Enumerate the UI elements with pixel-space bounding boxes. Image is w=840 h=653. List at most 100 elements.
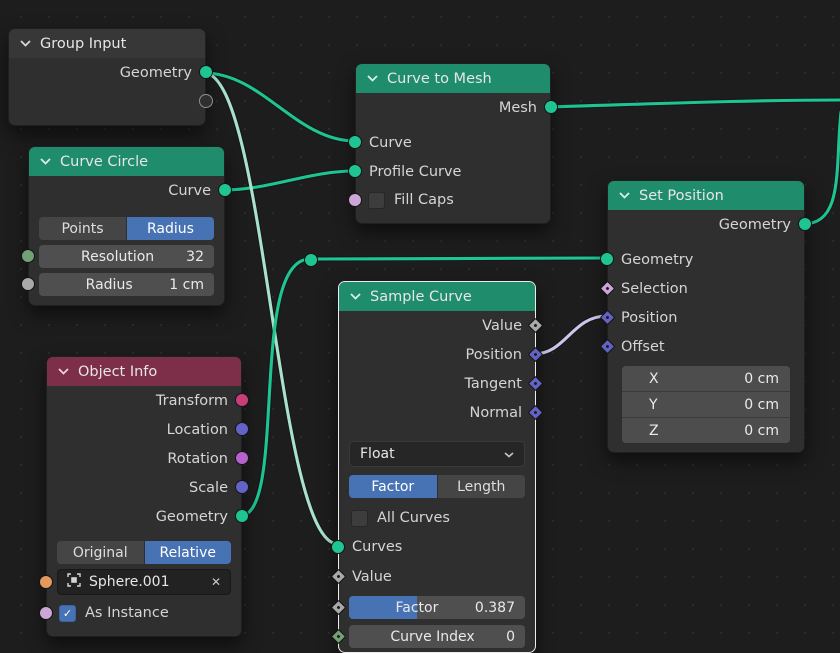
mode-segment: Points Radius [39,217,214,240]
fill-caps-row: Fill Caps [348,186,550,214]
socket-mesh-output[interactable] [544,100,558,114]
socket-resolution-input[interactable] [21,249,35,263]
input-row-curve: Curve [348,128,550,157]
node-group-input[interactable]: Group Input Geometry [8,28,213,126]
socket-radius-input[interactable] [21,277,35,291]
node-title: Sample Curve [370,288,472,305]
socket-curve-input[interactable] [348,135,362,149]
node-curve-circle[interactable]: Curve Circle Curve Points Radius Resolut… [21,146,232,306]
chevron-down-icon[interactable] [350,293,361,300]
node-header-set-position[interactable]: Set Position [608,181,804,210]
input-label: Offset [621,338,665,355]
socket-scale-output[interactable] [235,480,249,494]
resolution-field[interactable]: Resolution 32 [39,245,214,268]
checkbox-label: Fill Caps [394,192,454,208]
chevron-down-icon[interactable] [58,368,69,375]
output-row-position: Position [339,340,544,369]
transform-space-segment: Original Relative [57,541,231,564]
chevron-down-icon[interactable] [367,75,378,82]
node-set-position[interactable]: Set Position Geometry Geometry Selection… [599,180,812,453]
field-label: Curve Index [390,628,475,645]
field-label: Factor [395,599,439,616]
dropdown-value: Float [360,446,395,462]
output-label: Location [166,421,228,438]
radius-mode-button[interactable]: Radius [127,217,214,240]
node-header-sample-curve[interactable]: Sample Curve [339,282,535,311]
node-title: Object Info [78,363,158,380]
chevron-down-icon[interactable] [20,40,31,47]
output-label: Mesh [498,99,537,116]
socket-location-output[interactable] [235,422,249,436]
points-mode-button[interactable]: Points [39,217,126,240]
offset-y-field[interactable]: Y 0 cm [622,392,790,417]
socket-curves-input[interactable] [331,539,345,554]
offset-x-field[interactable]: X 0 cm [622,366,790,391]
checkbox-label: All Curves [377,510,450,526]
checkbox-label: As Instance [85,605,169,621]
input-row-curves: Curves [331,532,535,562]
socket-as-instance-input[interactable] [39,605,53,620]
axis-value: 0 cm [744,370,779,387]
output-row-geometry: Geometry [608,210,812,239]
offset-z-field[interactable]: Z 0 cm [622,418,790,443]
all-curves-row: All Curves [339,504,535,532]
curve-index-field[interactable]: Curve Index 0 [349,625,525,648]
resolution-row: Resolution 32 [21,245,224,268]
socket-transform-output[interactable] [235,393,249,407]
factor-mode-button[interactable]: Factor [349,475,437,498]
socket-geometry-output[interactable] [798,217,812,231]
node-header-object-info[interactable]: Object Info [47,357,241,386]
all-curves-checkbox[interactable] [351,509,368,527]
reroute-node[interactable] [304,253,318,267]
node-curve-to-mesh[interactable]: Curve to Mesh Mesh Curve Profile Curve F… [348,63,558,224]
node-object-info[interactable]: Object Info Transform Location Rotation … [39,356,249,637]
node-header-curve-to-mesh[interactable]: Curve to Mesh [356,64,550,93]
relative-mode-button[interactable]: Relative [144,541,231,564]
object-picker-field[interactable]: Sphere.001 ✕ [57,569,231,595]
socket-rotation-output[interactable] [235,451,249,465]
output-label: Rotation [167,450,228,467]
field-value: 0.387 [474,599,515,616]
input-row-selection: Selection [599,274,804,303]
offset-vector-block: X 0 cm Y 0 cm Z 0 cm [622,366,790,443]
output-label: Normal [469,404,522,421]
node-title: Curve to Mesh [387,70,492,87]
checkmark-icon: ✓ [62,606,73,620]
node-title: Set Position [639,187,724,204]
object-icon [67,573,81,591]
socket-object-input[interactable] [39,574,53,589]
chevron-down-icon[interactable] [619,192,630,199]
socket-geometry-output[interactable] [199,65,213,79]
factor-slider[interactable]: Factor 0.387 [349,596,525,619]
radius-field[interactable]: Radius 1 cm [39,273,214,296]
output-label: Value [482,317,522,334]
axis-label: Y [649,396,658,413]
socket-geometry-output[interactable] [235,509,249,523]
node-sample-curve[interactable]: Sample Curve Value Position Tangent Norm… [330,281,544,653]
slider-fill [349,596,418,619]
axis-value: 0 cm [744,396,779,413]
output-row-geometry: Geometry [47,502,249,531]
socket-profile-curve-input[interactable] [348,164,362,178]
data-type-dropdown[interactable]: Float [349,441,525,467]
input-row-value: Value [330,562,535,592]
fill-caps-checkbox[interactable] [368,191,385,209]
socket-geometry-input[interactable] [600,252,614,266]
node-header-curve-circle[interactable]: Curve Circle [29,147,224,176]
output-row-curve: Curve [29,176,232,205]
output-row-location: Location [47,415,249,444]
field-label: Radius [85,276,133,293]
input-row-profile-curve: Profile Curve [348,157,550,186]
radius-row: Radius 1 cm [21,273,224,296]
node-header-group-input[interactable]: Group Input [9,29,205,58]
length-mode-button[interactable]: Length [437,475,525,498]
socket-virtual-output[interactable] [199,94,213,108]
original-mode-button[interactable]: Original [57,541,144,564]
as-instance-checkbox[interactable]: ✓ [59,604,76,622]
output-label: Geometry [718,216,791,233]
node-title: Group Input [40,35,127,52]
chevron-down-icon[interactable] [40,158,51,165]
socket-fill-caps-input[interactable] [348,192,362,207]
clear-object-x-icon[interactable]: ✕ [210,575,221,589]
socket-curve-output[interactable] [218,183,232,197]
